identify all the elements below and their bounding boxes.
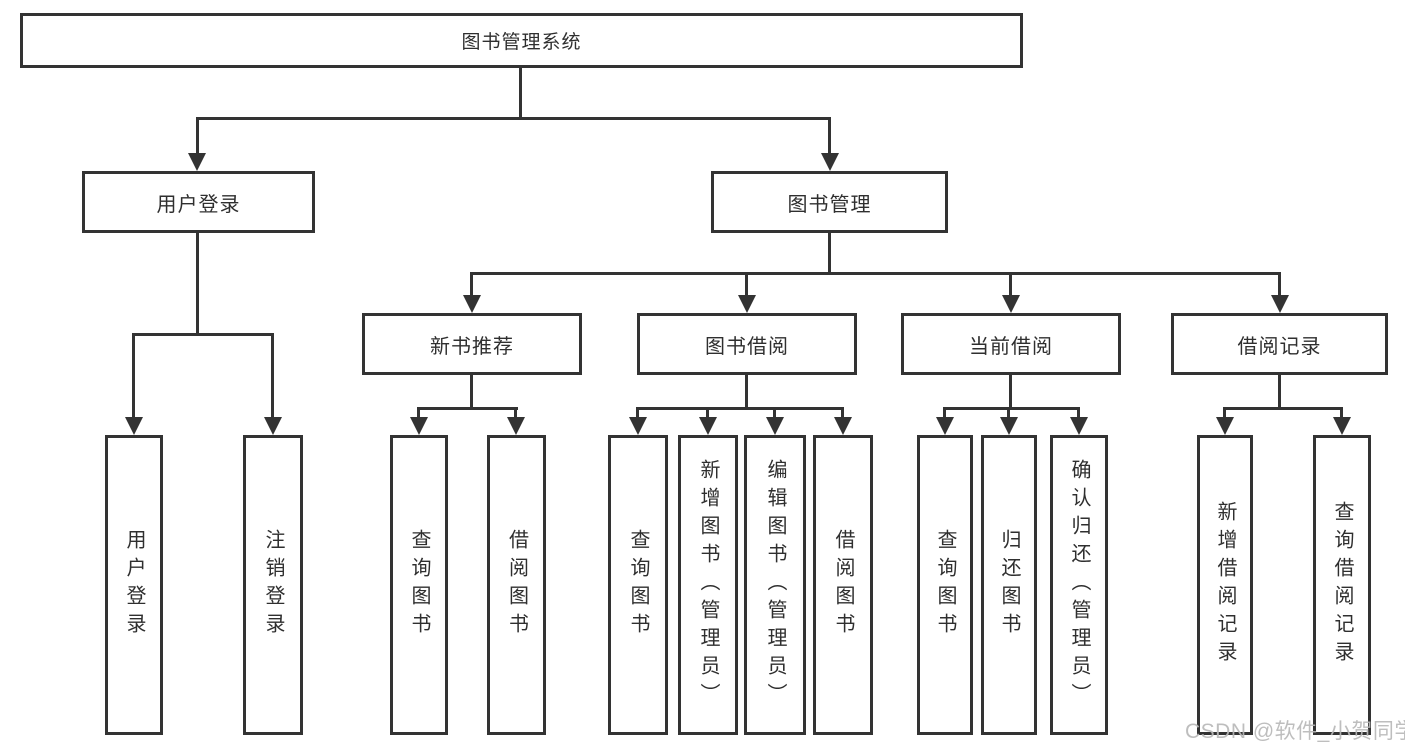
arrow-down-icon [1000,417,1018,435]
connector-line [1223,407,1343,410]
connector-line [745,375,748,409]
connector-line [636,407,639,419]
leaf-borrow-books-label: 借阅图书 [832,529,854,641]
arrow-down-icon [1333,417,1351,435]
connector-line [943,407,1080,410]
node-borrow-records: 借阅记录 [1171,313,1388,375]
arrow-down-icon [834,417,852,435]
node-borrow-records-label: 借阅记录 [1237,335,1322,358]
leaf-edit-books-admin: 编辑图书（管理员） [744,435,806,735]
arrow-down-icon [1271,295,1289,313]
leaf-return-books-label: 归还图书 [998,529,1020,641]
arrow-down-icon [1002,295,1020,313]
leaf-query-books-borrow-label: 查询图书 [627,529,649,641]
arrow-down-icon [410,417,428,435]
leaf-return-books: 归还图书 [981,435,1037,735]
leaf-confirm-return-admin: 确认归还（管理员） [1050,435,1108,735]
arrow-down-icon [188,153,206,171]
connector-line [1077,407,1080,419]
watermark-text: CSDN @软件_小贺同学 [1185,720,1405,743]
connector-line [196,117,831,120]
leaf-query-books-current: 查询图书 [917,435,973,735]
connector-line [1009,272,1012,298]
leaf-add-borrow-record-label: 新增借阅记录 [1214,501,1236,669]
node-user-login: 用户登录 [82,171,315,233]
connector-line [1223,407,1226,419]
connector-line [132,333,135,419]
leaf-logout: 注销登录 [243,435,303,735]
leaf-confirm-return-admin-label: 确认归还（管理员） [1068,459,1090,711]
connector-line [417,407,518,410]
connector-line [745,272,748,298]
arrow-down-icon [699,417,717,435]
leaf-user-login-label: 用户登录 [123,529,145,641]
arrow-down-icon [821,153,839,171]
connector-line [470,272,1281,275]
leaf-borrow-books: 借阅图书 [813,435,873,735]
leaf-user-login: 用户登录 [105,435,163,735]
connector-line [773,407,776,419]
node-system-root: 图书管理系统 [20,13,1023,68]
leaf-query-books-borrow: 查询图书 [608,435,668,735]
connector-line [470,375,473,409]
connector-line [1007,407,1010,419]
leaf-query-books-recommend: 查询图书 [390,435,448,735]
connector-line [841,407,844,419]
arrow-down-icon [1216,417,1234,435]
arrow-down-icon [463,295,481,313]
connector-line [636,407,844,410]
node-new-book-recommend: 新书推荐 [362,313,582,375]
leaf-logout-label: 注销登录 [262,529,284,641]
arrow-down-icon [507,417,525,435]
connector-line [132,333,274,336]
leaf-query-books-current-label: 查询图书 [934,529,956,641]
connector-line [1340,407,1343,419]
connector-line [1278,375,1281,409]
node-current-borrow-label: 当前借阅 [969,335,1053,358]
arrow-down-icon [629,417,647,435]
connector-line [417,407,420,419]
arrow-down-icon [936,417,954,435]
leaf-query-borrow-record-label: 查询借阅记录 [1331,501,1353,669]
arrow-down-icon [125,417,143,435]
leaf-edit-books-admin-label: 编辑图书（管理员） [764,459,786,711]
connector-line [1278,272,1281,298]
leaf-borrow-books-recommend-label: 借阅图书 [505,529,528,641]
leaf-add-borrow-record: 新增借阅记录 [1197,435,1253,735]
leaf-query-books-recommend-label: 查询图书 [408,529,430,641]
node-new-book-recommend-label: 新书推荐 [430,335,514,358]
arrow-down-icon [766,417,784,435]
connector-line [519,68,522,120]
leaf-add-books-admin: 新增图书（管理员） [678,435,738,735]
node-user-login-label: 用户登录 [156,193,241,216]
connector-line [196,117,199,157]
connector-line [706,407,709,419]
leaf-borrow-books-recommend: 借阅图书 [487,435,546,735]
node-book-management-label: 图书管理 [787,193,872,216]
node-book-borrow-label: 图书借阅 [705,335,789,358]
arrow-down-icon [1070,417,1088,435]
node-current-borrow: 当前借阅 [901,313,1121,375]
arrow-down-icon [264,417,282,435]
connector-line [470,272,473,298]
leaf-query-borrow-record: 查询借阅记录 [1313,435,1371,735]
connector-line [271,333,274,419]
connector-line [828,233,831,275]
node-system-root-label: 图书管理系统 [461,32,582,53]
connector-line [828,117,831,157]
arrow-down-icon [738,295,756,313]
connector-line [514,407,517,419]
connector-line [1009,375,1012,409]
node-book-borrow: 图书借阅 [637,313,857,375]
connector-line [196,233,199,336]
leaf-add-books-admin-label: 新增图书（管理员） [697,459,719,711]
connector-line [943,407,946,419]
node-book-management: 图书管理 [711,171,948,233]
